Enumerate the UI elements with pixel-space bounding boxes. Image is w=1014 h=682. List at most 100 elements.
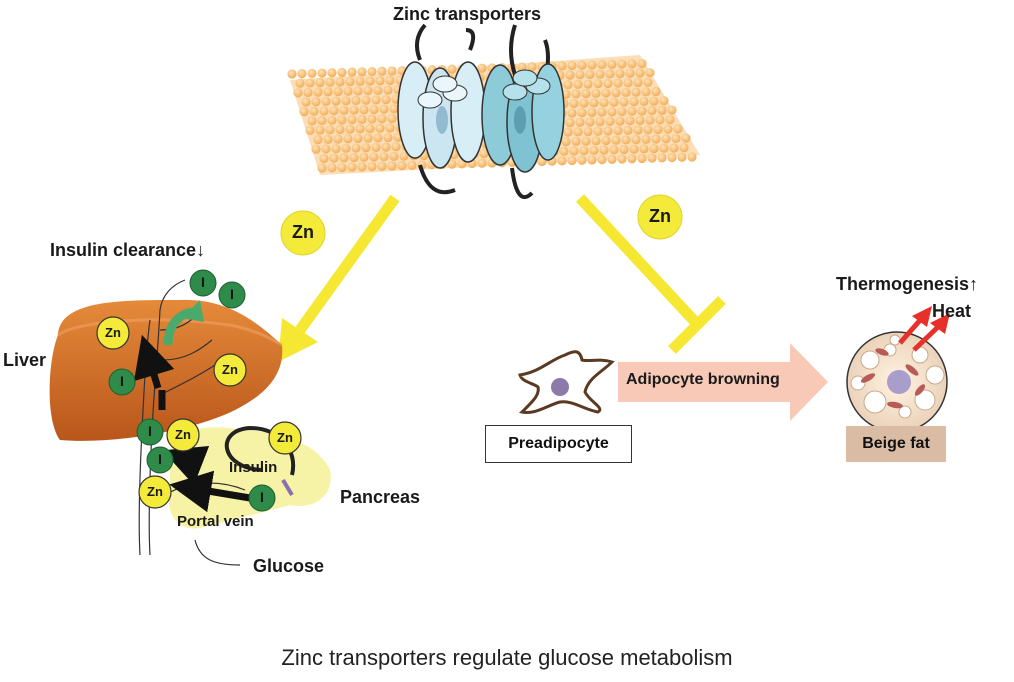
membrane-bead bbox=[297, 69, 307, 79]
membrane-bead bbox=[575, 117, 585, 127]
membrane-bead bbox=[333, 134, 343, 144]
membrane-bead bbox=[381, 95, 391, 105]
membrane-bead bbox=[347, 67, 357, 77]
membrane-bead bbox=[677, 152, 687, 162]
zn-text-portal: Zn bbox=[147, 484, 163, 499]
membrane-bead bbox=[345, 77, 355, 87]
membrane-bead bbox=[627, 106, 637, 116]
membrane-bead bbox=[585, 69, 595, 80]
membrane-bead bbox=[317, 68, 327, 78]
membrane-bead bbox=[647, 153, 657, 163]
membrane-bead bbox=[341, 96, 351, 106]
zn-badge-liver-2 bbox=[213, 353, 247, 387]
membrane-bead bbox=[587, 60, 597, 70]
membrane-bead bbox=[641, 134, 651, 144]
membrane-bead bbox=[673, 124, 683, 134]
membrane-bead bbox=[569, 98, 579, 109]
zn-badge-liver-1 bbox=[96, 316, 130, 350]
membrane-bead bbox=[303, 87, 313, 98]
membrane-bead bbox=[383, 85, 393, 95]
membrane-bead bbox=[655, 115, 665, 125]
membrane-bead bbox=[607, 107, 617, 117]
membrane-bead bbox=[329, 153, 339, 163]
membrane-bead bbox=[607, 154, 617, 164]
zn-text-liver-1: Zn bbox=[105, 325, 121, 340]
membrane-bead bbox=[317, 115, 327, 126]
insulin-clearance-label: Insulin clearance↓ bbox=[50, 240, 206, 260]
membrane-bead bbox=[591, 88, 601, 98]
membrane-bead bbox=[363, 133, 373, 143]
membrane-bead bbox=[311, 144, 321, 154]
thermogenesis-label: Thermogenesis↑ bbox=[836, 274, 979, 294]
membrane-bead bbox=[323, 134, 333, 144]
membrane-bead bbox=[617, 106, 627, 117]
membrane-bead bbox=[477, 63, 487, 73]
membrane-bead bbox=[353, 133, 363, 144]
membrane-bead bbox=[367, 161, 377, 172]
membrane-bead bbox=[561, 137, 571, 147]
membrane-bead bbox=[371, 95, 381, 105]
membrane-bead bbox=[613, 126, 623, 136]
membrane-bead bbox=[335, 124, 345, 135]
zn-flow-arrow-left bbox=[278, 194, 400, 362]
membrane-bead bbox=[643, 125, 653, 135]
membrane-bead bbox=[325, 125, 335, 135]
membrane-bead bbox=[389, 104, 399, 114]
zinc-transporter-left bbox=[397, 23, 486, 195]
membrane-bead bbox=[651, 134, 661, 144]
membrane-bead bbox=[611, 88, 621, 98]
membrane-bead bbox=[615, 69, 625, 79]
membrane-bead bbox=[573, 127, 583, 137]
membrane-bead bbox=[315, 125, 325, 135]
membrane-bead bbox=[589, 145, 599, 155]
membrane-bead bbox=[633, 77, 643, 88]
membrane-bead bbox=[663, 124, 673, 134]
membrane-bead bbox=[595, 69, 605, 79]
pancreas-label: Pancreas bbox=[340, 487, 421, 507]
preadipocyte-cell bbox=[518, 350, 615, 415]
preadipocyte-label-box: Preadipocyte bbox=[485, 425, 632, 463]
membrane-bead bbox=[391, 142, 401, 152]
membrane-bead bbox=[589, 98, 599, 108]
insulin-export-arrow bbox=[163, 300, 204, 346]
zn-badge-pancreas bbox=[268, 421, 302, 455]
membrane-bead bbox=[577, 155, 587, 165]
membrane-bead bbox=[399, 151, 409, 161]
membrane-bead bbox=[651, 86, 661, 97]
membrane-bead bbox=[319, 153, 329, 164]
insulin-badge-pancreas bbox=[248, 484, 276, 512]
membrane-bead bbox=[657, 105, 667, 115]
membrane-bead bbox=[337, 115, 347, 125]
membrane-bead bbox=[629, 97, 639, 107]
membrane-bead bbox=[579, 98, 589, 108]
insulin-mark-vessel-1: I bbox=[148, 423, 152, 439]
membrane-bead bbox=[581, 89, 591, 99]
membrane-bead bbox=[577, 108, 587, 118]
membrane-bead bbox=[565, 118, 575, 128]
membrane-bead bbox=[387, 161, 397, 171]
membrane-bead bbox=[679, 143, 689, 153]
membrane-bead bbox=[639, 96, 649, 106]
membrane-bead bbox=[309, 106, 319, 116]
liver-shape bbox=[49, 299, 283, 441]
membrane-bead bbox=[301, 97, 311, 107]
membrane-bead bbox=[397, 161, 407, 171]
zn-circle-free-right bbox=[637, 194, 683, 240]
membrane-bead bbox=[377, 66, 387, 76]
membrane-bead bbox=[323, 87, 333, 97]
membrane-bead bbox=[321, 144, 331, 154]
membrane-bead bbox=[627, 154, 637, 164]
beige-fat-label: Beige fat bbox=[862, 435, 930, 452]
zn-label-free-right: Zn bbox=[649, 206, 671, 226]
membrane-bead bbox=[671, 133, 681, 144]
insulin-mark-pancreas: I bbox=[260, 489, 264, 505]
membrane-bead bbox=[337, 162, 347, 173]
membrane-bead bbox=[661, 134, 671, 144]
membrane-bead bbox=[569, 146, 579, 156]
membrane-bead bbox=[335, 77, 345, 87]
membrane-bead bbox=[479, 149, 489, 159]
membrane-bead bbox=[649, 143, 659, 154]
insulin-badge-liver bbox=[108, 368, 136, 396]
insulin-badge-vessel-1 bbox=[136, 418, 164, 446]
